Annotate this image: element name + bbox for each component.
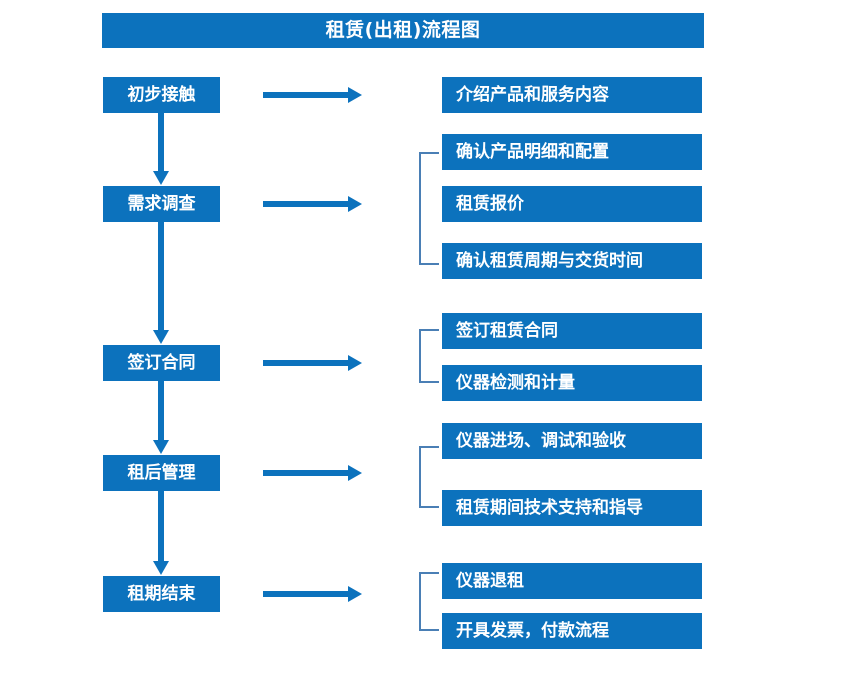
arrow-right-icon xyxy=(263,195,363,213)
bracket-icon xyxy=(419,572,439,631)
stage-label: 租后管理 xyxy=(127,462,196,483)
detail-node-确认产品明细和配置[interactable]: 确认产品明细和配置 xyxy=(442,134,702,170)
detail-node-开具发票付款流程[interactable]: 开具发票，付款流程 xyxy=(442,613,702,649)
detail-label: 签订租赁合同 xyxy=(456,320,558,341)
arrow-right-icon xyxy=(263,354,363,372)
arrow-down-icon xyxy=(152,491,170,576)
detail-node-签订租赁合同[interactable]: 签订租赁合同 xyxy=(442,313,702,349)
detail-label: 仪器检测和计量 xyxy=(456,372,575,393)
arrow-down-icon xyxy=(152,222,170,345)
stage-label: 签订合同 xyxy=(127,352,196,373)
detail-label: 租赁报价 xyxy=(456,193,524,214)
stage-node-租后管理[interactable]: 租后管理 xyxy=(103,455,220,491)
detail-node-仪器检测和计量[interactable]: 仪器检测和计量 xyxy=(442,365,702,401)
stage-node-初步接触[interactable]: 初步接触 xyxy=(103,77,220,113)
bracket-icon xyxy=(419,329,439,383)
detail-label: 介绍产品和服务内容 xyxy=(456,84,609,105)
stage-label: 租期结束 xyxy=(127,583,196,604)
stage-node-租期结束[interactable]: 租期结束 xyxy=(103,576,220,612)
arrow-right-icon xyxy=(263,585,363,603)
detail-node-租赁报价[interactable]: 租赁报价 xyxy=(442,186,702,222)
detail-label: 确认租赁周期与交货时间 xyxy=(456,250,643,271)
arrow-down-icon xyxy=(152,381,170,455)
detail-label: 确认产品明细和配置 xyxy=(456,141,609,162)
stage-label: 初步接触 xyxy=(127,84,196,105)
stage-node-需求调查[interactable]: 需求调查 xyxy=(103,186,220,222)
detail-node-确认租赁周期与交货时间[interactable]: 确认租赁周期与交货时间 xyxy=(442,243,702,279)
bracket-icon xyxy=(419,152,439,265)
detail-node-仪器退租[interactable]: 仪器退租 xyxy=(442,563,702,599)
diagram-title: 租赁(出租)流程图 xyxy=(325,19,481,41)
detail-label: 租赁期间技术支持和指导 xyxy=(456,497,643,518)
diagram-title-bar: 租赁(出租)流程图 xyxy=(102,13,704,48)
detail-node-租赁期间技术支持和指导[interactable]: 租赁期间技术支持和指导 xyxy=(442,490,702,526)
detail-label: 仪器进场、调试和验收 xyxy=(456,430,626,451)
arrow-down-icon xyxy=(152,113,170,186)
detail-label: 仪器退租 xyxy=(456,570,524,591)
stage-label: 需求调查 xyxy=(127,193,196,214)
detail-node-介绍产品和服务内容[interactable]: 介绍产品和服务内容 xyxy=(442,77,702,113)
arrow-right-icon xyxy=(263,464,363,482)
detail-label: 开具发票，付款流程 xyxy=(456,620,609,641)
arrow-right-icon xyxy=(263,86,363,104)
detail-node-仪器进场调试和验收[interactable]: 仪器进场、调试和验收 xyxy=(442,423,702,459)
bracket-icon xyxy=(419,446,439,508)
stage-node-签订合同[interactable]: 签订合同 xyxy=(103,345,220,381)
